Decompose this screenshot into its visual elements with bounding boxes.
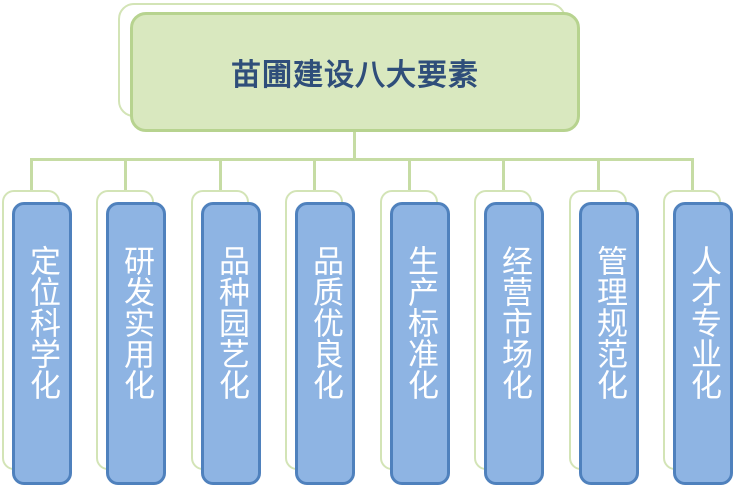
- element-card: 品质优良化: [295, 202, 355, 485]
- card-connector: [597, 158, 600, 190]
- horizontal-connector: [30, 158, 691, 161]
- element-label: 定位科学化: [24, 245, 60, 400]
- title-box: 苗圃建设八大要素: [130, 12, 580, 132]
- element-label: 品质优良化: [307, 245, 343, 400]
- element-card: 人才专业化: [673, 202, 733, 485]
- element-label: 生产标准化: [402, 245, 438, 400]
- element-label: 人才专业化: [685, 245, 721, 400]
- element-card: 研发实用化: [106, 202, 166, 485]
- element-card: 管理规范化: [579, 202, 639, 485]
- title-connector: [353, 132, 356, 160]
- diagram-title: 苗圃建设八大要素: [231, 58, 479, 93]
- card-connector: [219, 158, 222, 190]
- element-card: 生产标准化: [390, 202, 450, 485]
- card-connector: [502, 158, 505, 190]
- element-label: 研发实用化: [118, 245, 154, 400]
- element-label: 经营市场化: [496, 245, 532, 400]
- card-connector: [691, 158, 694, 190]
- element-label: 品种园艺化: [213, 245, 249, 400]
- card-connector: [124, 158, 127, 190]
- element-card: 定位科学化: [12, 202, 72, 485]
- card-connector: [313, 158, 316, 190]
- card-connector: [30, 158, 33, 190]
- element-card: 经营市场化: [484, 202, 544, 485]
- element-card: 品种园艺化: [201, 202, 261, 485]
- card-connector: [408, 158, 411, 190]
- element-label: 管理规范化: [591, 245, 627, 400]
